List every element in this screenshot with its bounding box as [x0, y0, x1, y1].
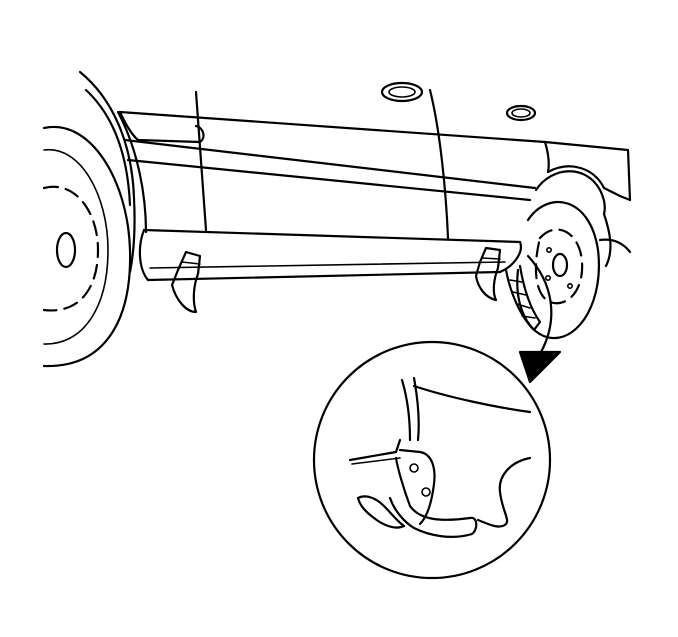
rear-lug-3 [566, 282, 573, 289]
front-door-edge [194, 90, 208, 232]
rocker-molding-rear-end [498, 240, 522, 274]
rocker-clips [170, 246, 502, 314]
detail-lower-panel-curve [476, 456, 532, 528]
rocker-molding-front-end [138, 228, 150, 282]
body-side-molding-bottom [126, 158, 532, 202]
front-rim-dashed [42, 185, 100, 312]
rear-quarter-upper [543, 140, 632, 202]
front-fender [78, 70, 148, 274]
detail-molding-lip-lower [351, 457, 401, 465]
front-rocker-clip-tab [181, 261, 201, 265]
splash-shield [504, 264, 542, 332]
detail-circle [312, 340, 552, 580]
rear-door-handle-inner [511, 108, 531, 118]
rear-hub [551, 252, 569, 278]
detail-body-panel-edge [400, 378, 412, 442]
callout-arrow-shaft [526, 254, 553, 356]
detail-panel-curve [412, 384, 532, 414]
splash-shield-rib-3 [516, 303, 531, 309]
rear-body-lower-line [598, 238, 632, 254]
body-side [118, 88, 547, 240]
rear-fender-flare [546, 165, 632, 202]
rear-fender-arch [534, 170, 606, 216]
detail-body-panel-edge-2 [412, 376, 420, 442]
detail-clip-hole-upper [409, 463, 419, 473]
detail-molding-lip [348, 438, 402, 462]
rear-lug-1 [545, 247, 552, 254]
callout-arrow-head-icon [518, 350, 562, 384]
rear-lug-2 [544, 274, 551, 281]
rear-quarter-line [543, 140, 550, 174]
front-door-handle [380, 81, 424, 103]
callout-arrow [518, 254, 562, 384]
splash-shield-rib-4 [521, 315, 536, 319]
rear-wheel [516, 140, 632, 340]
front-hub [55, 231, 77, 269]
rear-rocker-clip [474, 246, 502, 302]
rear-rim-dashed [534, 228, 584, 305]
rocker-molding-bottom-edge [146, 270, 502, 282]
front-fender-edge [116, 110, 148, 234]
front-tire-outline [42, 125, 132, 368]
splash-shield-outline [504, 264, 542, 332]
rocker-molding [138, 228, 522, 282]
detail-clip-body [388, 456, 478, 538]
front-rocker-clip [170, 250, 202, 314]
side-molding-front-cap [118, 110, 205, 144]
body-side-molding-top [123, 138, 537, 190]
rear-rocker-clip-tab [481, 257, 501, 260]
splash-shield-rib-2 [512, 291, 527, 296]
splash-shield-rib-1 [509, 279, 523, 283]
rocker-molding-top-edge [142, 228, 522, 244]
door-handles [380, 81, 537, 122]
front-fender-outer-arch [78, 70, 136, 274]
detail-retainer-arm [356, 495, 406, 529]
rocker-molding-lower-lip [149, 261, 506, 269]
detail-clip-tab [398, 448, 436, 526]
front-wheel [42, 125, 132, 368]
rear-door-handle [505, 104, 537, 122]
body-beltline-upper [118, 110, 547, 144]
front-tire-inner-arc [43, 148, 109, 345]
front-door-handle-inner [388, 86, 416, 98]
detail-clip-hole-lower [421, 487, 431, 497]
detail-view [312, 340, 552, 580]
rear-door-edge [428, 88, 450, 240]
front-fender-inner-arch [84, 88, 132, 207]
